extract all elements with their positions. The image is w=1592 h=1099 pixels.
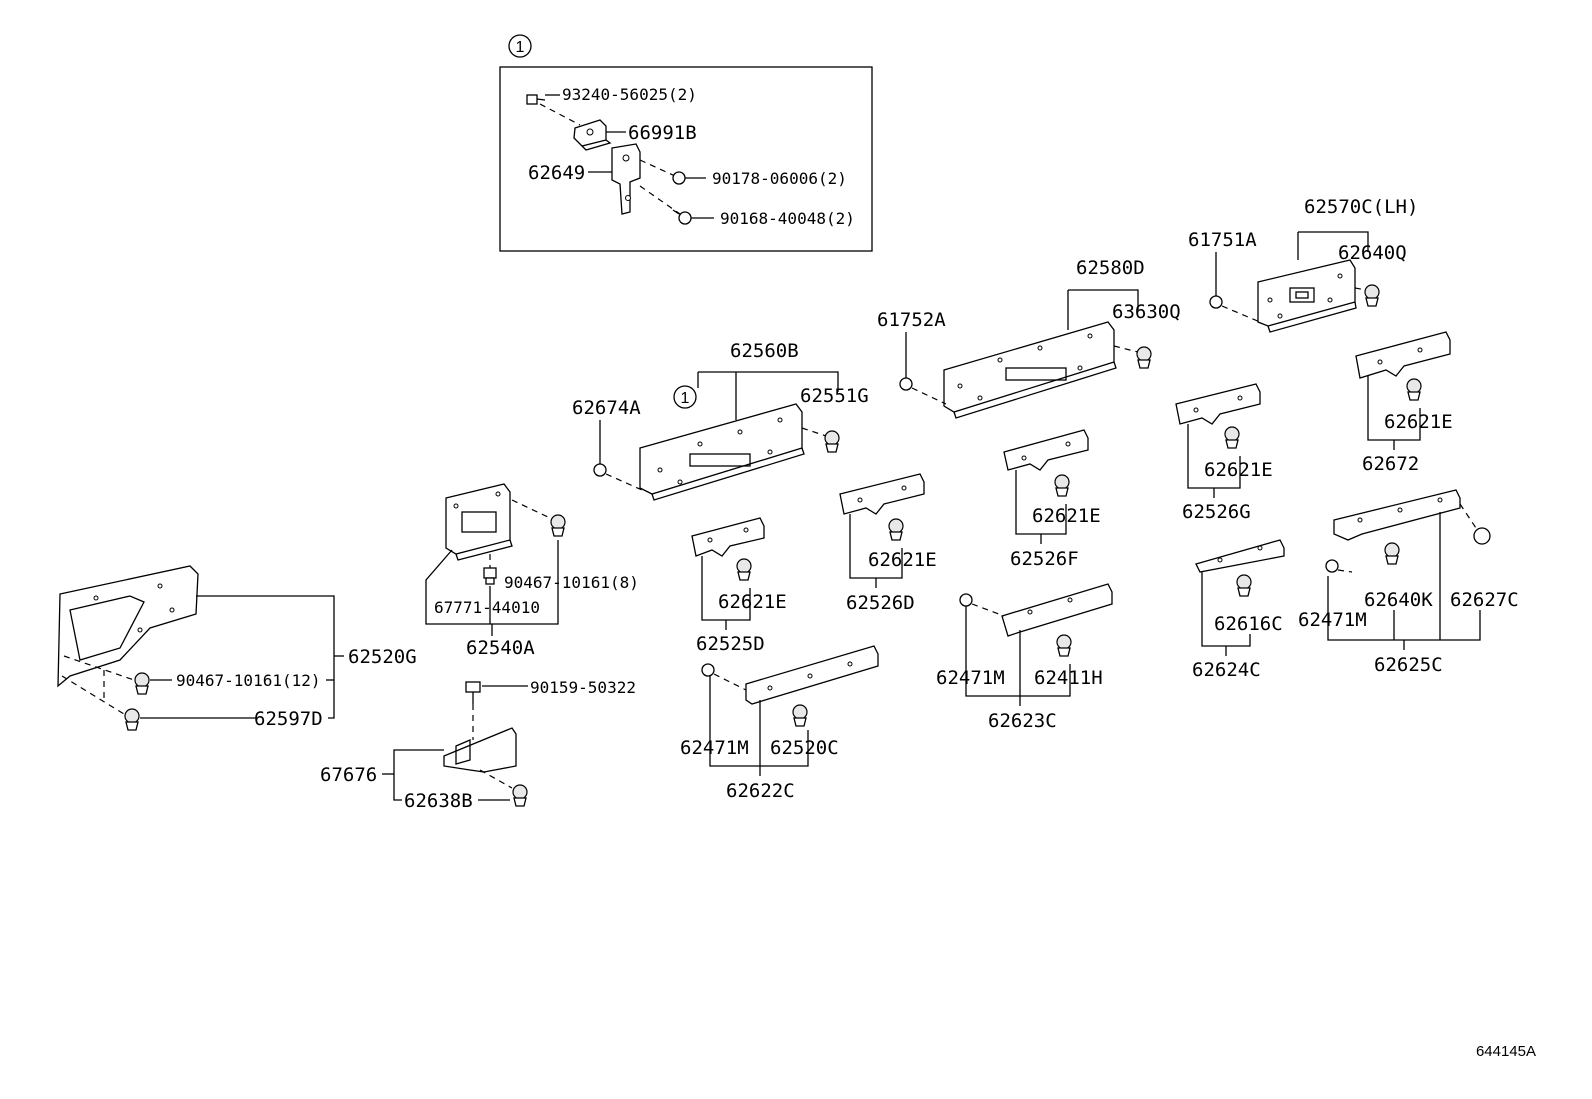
label-90467-10161-12: 90467-10161(12) bbox=[176, 671, 321, 690]
clip-62640Q-icon bbox=[1364, 284, 1380, 307]
clip-61752A-icon bbox=[899, 377, 913, 391]
label-90168-40048: 90168-40048(2) bbox=[720, 209, 855, 228]
label-62621E-d: 62621E bbox=[868, 549, 937, 571]
clip-62616C-icon bbox=[1236, 574, 1252, 597]
label-62621E-e: 62621E bbox=[718, 591, 787, 613]
bracket-66991B-icon bbox=[573, 119, 612, 151]
clip-62621E-b-icon bbox=[1224, 426, 1240, 449]
clip-62471M-b-icon bbox=[959, 593, 973, 607]
label-61752A: 61752A bbox=[877, 309, 946, 331]
panel-62570C-icon bbox=[1257, 259, 1357, 333]
bolt-90168-icon bbox=[672, 209, 692, 225]
label-62570C-LH: 62570C(LH) bbox=[1304, 196, 1418, 218]
label-62580D: 62580D bbox=[1076, 257, 1145, 279]
bracket-62526D-icon bbox=[839, 473, 925, 515]
panel-62623C-icon bbox=[1001, 583, 1113, 637]
label-62638B: 62638B bbox=[404, 790, 473, 812]
label-90178-06006: 90178-06006(2) bbox=[712, 169, 847, 188]
parts-diagram-page: { "callouts": [ {"key":"c1","text":"1"},… bbox=[57, 34, 1536, 1060]
panel-62580D-icon bbox=[943, 321, 1117, 419]
svg-text:1: 1 bbox=[516, 39, 525, 56]
label-62625C: 62625C bbox=[1374, 654, 1443, 676]
label-93240-56025: 93240-56025(2) bbox=[562, 85, 697, 104]
clip-62471M-a-icon bbox=[701, 663, 715, 677]
bracket-62526G-icon bbox=[1175, 383, 1261, 425]
label-62471M-c: 62471M bbox=[1298, 609, 1367, 631]
label-62471M-a: 62471M bbox=[680, 737, 749, 759]
clip-62640K-icon bbox=[1384, 542, 1400, 565]
label-62526F: 62526F bbox=[1010, 548, 1079, 570]
label-62526G: 62526G bbox=[1182, 501, 1251, 523]
panel-62560B-icon bbox=[639, 403, 805, 501]
clip-62621E-d-icon bbox=[888, 518, 904, 541]
plate-62649-icon bbox=[611, 143, 641, 215]
label-61751A: 61751A bbox=[1188, 229, 1257, 251]
bracket-62526F-icon bbox=[1003, 429, 1089, 471]
label-62640K: 62640K bbox=[1364, 589, 1433, 611]
clip-62638B-icon bbox=[512, 784, 528, 807]
inset-box bbox=[499, 66, 873, 252]
label-62627C: 62627C bbox=[1450, 589, 1519, 611]
label-62623C: 62623C bbox=[988, 710, 1057, 732]
bracket-62525D-icon bbox=[691, 517, 765, 557]
label-63630Q: 63630Q bbox=[1112, 301, 1181, 323]
label-62520G: 62520G bbox=[348, 646, 417, 668]
clip-62621E-a-icon bbox=[1406, 378, 1422, 401]
label-62622C: 62622C bbox=[726, 780, 795, 802]
label-90159-50322: 90159-50322 bbox=[530, 678, 636, 697]
label-66991B: 66991B bbox=[628, 122, 697, 144]
panel-62520G-icon bbox=[57, 565, 199, 688]
clip-62411H-icon bbox=[1056, 634, 1072, 657]
parts-diagram: 1 93240-56025(2) 66991B 62649 90178-0600… bbox=[57, 34, 1536, 1060]
label-62616C: 62616C bbox=[1214, 613, 1283, 635]
label-62520C: 62520C bbox=[770, 737, 839, 759]
bolt-90159-icon bbox=[465, 681, 481, 704]
diagram-id: 644145A bbox=[1476, 1043, 1536, 1060]
clip-62597D-icon bbox=[124, 708, 140, 731]
clip-62471M-c-icon bbox=[1325, 559, 1339, 573]
panel-62622C-icon bbox=[745, 645, 879, 705]
label-62674A: 62674A bbox=[572, 397, 641, 419]
clip-90467-10161-12-icon bbox=[134, 672, 150, 695]
label-62551G: 62551G bbox=[800, 385, 869, 407]
cap-62627C-icon bbox=[1473, 527, 1491, 545]
clip-63630Q-icon bbox=[1136, 346, 1152, 369]
label-62526D: 62526D bbox=[846, 592, 915, 614]
label-62471M-b: 62471M bbox=[936, 667, 1005, 689]
label-62672: 62672 bbox=[1362, 453, 1419, 475]
label-62649: 62649 bbox=[528, 162, 585, 184]
label-67771-44010: 67771-44010 bbox=[434, 598, 540, 617]
bracket-62624C-icon bbox=[1195, 539, 1285, 573]
clip-62520C-icon bbox=[792, 704, 808, 727]
bracket-62625C-icon bbox=[1333, 489, 1461, 541]
nut-67771-icon bbox=[483, 567, 497, 585]
nut-90178-icon bbox=[672, 171, 686, 185]
clip-62551G-icon bbox=[824, 430, 840, 453]
label-62411H: 62411H bbox=[1034, 667, 1103, 689]
clip-61751A-icon bbox=[1209, 295, 1223, 309]
clip-62621E-c-icon bbox=[1054, 474, 1070, 497]
label-62621E-c: 62621E bbox=[1032, 505, 1101, 527]
label-62560B: 62560B bbox=[730, 340, 799, 362]
label-62597D: 62597D bbox=[254, 708, 323, 730]
panel-62540A-icon bbox=[445, 483, 513, 561]
bracket-67676-icon bbox=[443, 727, 517, 773]
label-62525D: 62525D bbox=[696, 633, 765, 655]
bracket-62672-icon bbox=[1355, 331, 1451, 379]
label-62621E-b: 62621E bbox=[1204, 459, 1273, 481]
callout-1-62560B: 1 bbox=[673, 385, 697, 409]
label-62624C: 62624C bbox=[1192, 659, 1261, 681]
label-62640Q: 62640Q bbox=[1338, 242, 1407, 264]
clip-90467-10161-8-icon bbox=[550, 514, 566, 537]
callout-1-inset: 1 bbox=[508, 34, 532, 58]
label-67676: 67676 bbox=[320, 764, 377, 786]
screw-93240-icon bbox=[526, 94, 546, 105]
clip-62621E-e-icon bbox=[736, 558, 752, 581]
label-62540A: 62540A bbox=[466, 637, 535, 659]
clip-62674A-icon bbox=[593, 463, 607, 477]
label-90467-10161-8: 90467-10161(8) bbox=[504, 573, 639, 592]
svg-text:1: 1 bbox=[681, 390, 690, 407]
label-62621E-a: 62621E bbox=[1384, 411, 1453, 433]
